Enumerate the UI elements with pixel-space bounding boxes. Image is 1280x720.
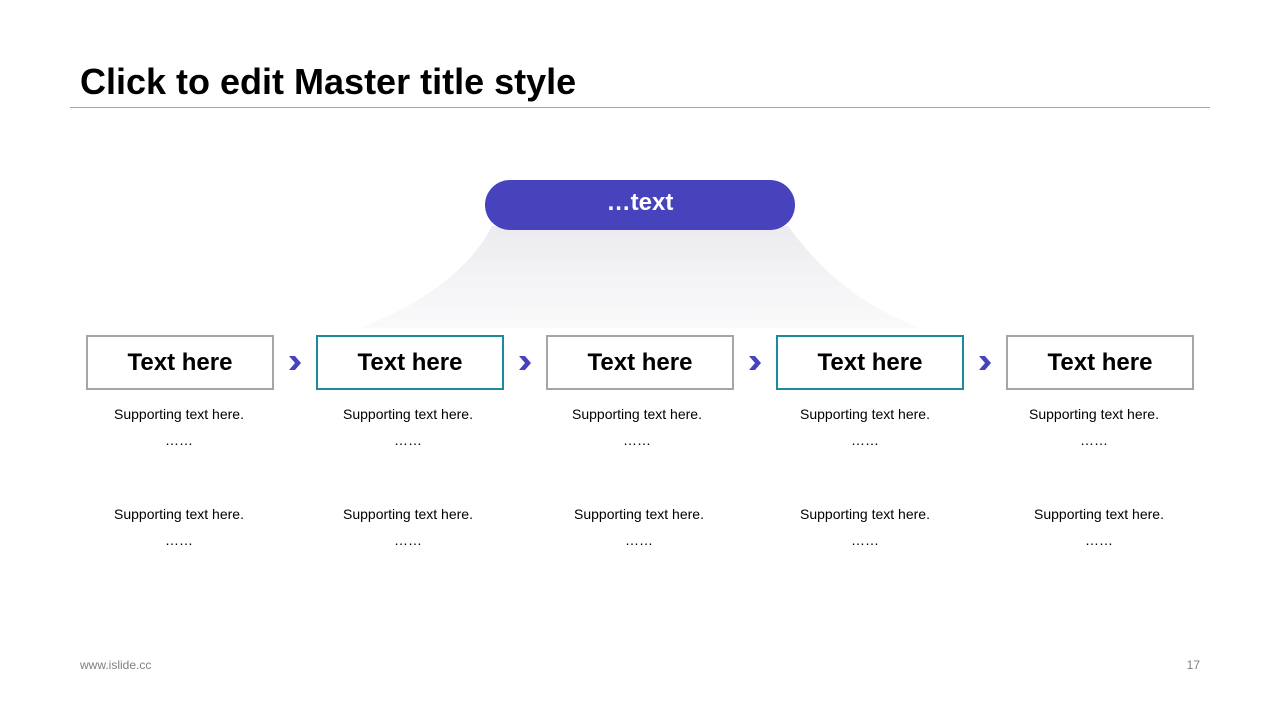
- step-box-2[interactable]: Text here: [316, 335, 504, 390]
- step-box-4[interactable]: Text here: [776, 335, 964, 390]
- supporting-text-block-5a[interactable]: Supporting text here. ……: [994, 401, 1194, 453]
- supporting-text-block-2a[interactable]: Supporting text here. ……: [308, 401, 508, 453]
- supporting-text: Supporting text here.: [1029, 406, 1159, 422]
- supporting-text-block-2b[interactable]: Supporting text here. ……: [308, 501, 508, 553]
- ellipsis-text: ……: [1085, 532, 1113, 548]
- supporting-text: Supporting text here.: [800, 506, 930, 522]
- ellipsis-text: ……: [851, 432, 879, 448]
- supporting-text: Supporting text here.: [343, 506, 473, 522]
- supporting-text-block-3b[interactable]: Supporting text here. ……: [539, 501, 739, 553]
- chevron-right-icon: [289, 356, 301, 370]
- supporting-text-block-1a[interactable]: Supporting text here. ……: [79, 401, 279, 453]
- supporting-text-block-5b[interactable]: Supporting text here. ……: [999, 501, 1199, 553]
- supporting-text: Supporting text here.: [800, 406, 930, 422]
- supporting-text-block-3a[interactable]: Supporting text here. ……: [537, 401, 737, 453]
- supporting-text: Supporting text here.: [343, 406, 473, 422]
- supporting-text: Supporting text here.: [1034, 506, 1164, 522]
- ellipsis-text: ……: [625, 532, 653, 548]
- ellipsis-text: ……: [165, 532, 193, 548]
- supporting-text-block-4b[interactable]: Supporting text here. ……: [765, 501, 965, 553]
- ellipsis-text: ……: [851, 532, 879, 548]
- chevron-right-icon: [749, 356, 761, 370]
- chevron-right-icon: [979, 356, 991, 370]
- chevron-right-icon: [519, 356, 531, 370]
- supporting-text: Supporting text here.: [114, 406, 244, 422]
- footer-url: www.islide.cc: [80, 658, 152, 672]
- ellipsis-text: ……: [623, 432, 651, 448]
- supporting-text: Supporting text here.: [114, 506, 244, 522]
- title-divider: [70, 107, 1210, 108]
- ellipsis-text: ……: [394, 532, 422, 548]
- supporting-text-block-4a[interactable]: Supporting text here. ……: [765, 401, 965, 453]
- step-box-3[interactable]: Text here: [546, 335, 734, 390]
- slide-title[interactable]: Click to edit Master title style: [80, 61, 577, 102]
- ellipsis-text: ……: [394, 432, 422, 448]
- page-number: 17: [1186, 658, 1200, 672]
- supporting-text-block-1b[interactable]: Supporting text here. ……: [79, 501, 279, 553]
- ellipsis-text: ……: [165, 432, 193, 448]
- top-pill-label[interactable]: …text: [485, 180, 795, 230]
- ellipsis-text: ……: [1080, 432, 1108, 448]
- step-box-1[interactable]: Text here: [86, 335, 274, 390]
- step-box-5[interactable]: Text here: [1006, 335, 1194, 390]
- supporting-text: Supporting text here.: [572, 406, 702, 422]
- supporting-text: Supporting text here.: [574, 506, 704, 522]
